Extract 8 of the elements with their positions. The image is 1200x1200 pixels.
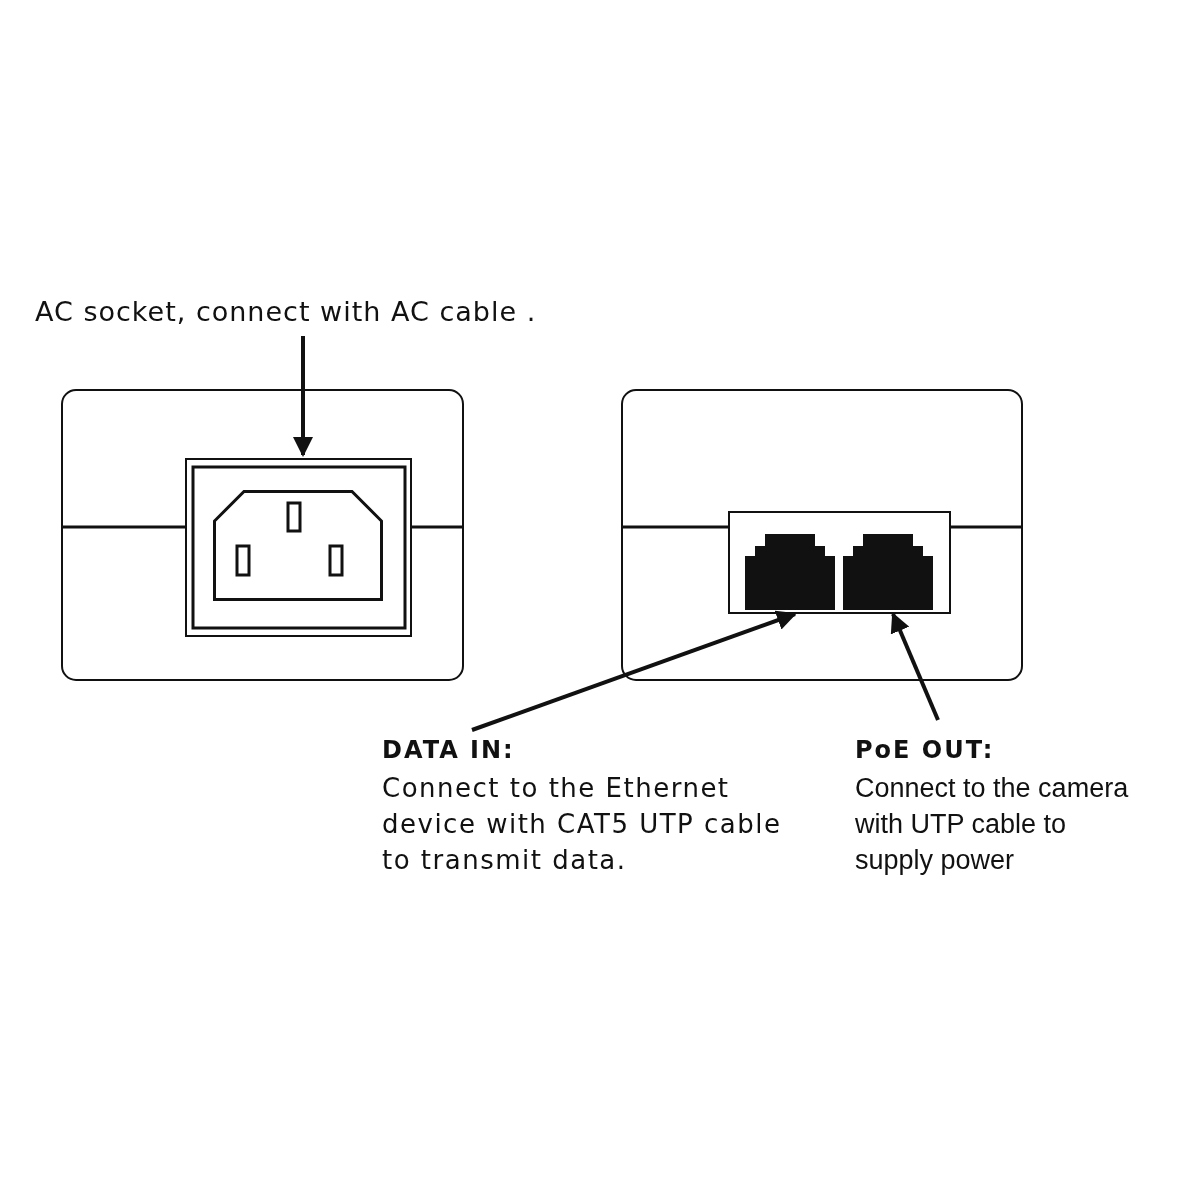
leader-line xyxy=(293,336,313,457)
leader-line xyxy=(471,610,797,732)
leader-line xyxy=(890,612,940,721)
callout-text: Connect to the camera with UTP cable to supply power xyxy=(855,772,1130,877)
callout-heading: DATA IN: xyxy=(382,736,516,764)
callout-text: Connect to the Ethernet device with CAT5 UTP cable to transmit data. xyxy=(382,772,783,877)
callout-text: AC socket, connect with AC cable . xyxy=(35,296,635,327)
callout-heading: PoE OUT: xyxy=(855,736,996,764)
